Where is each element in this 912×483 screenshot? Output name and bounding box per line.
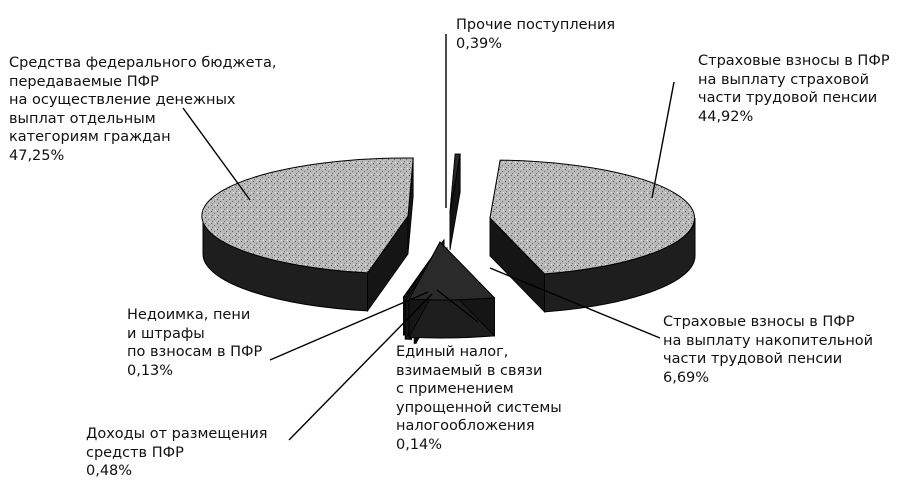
slice-value-label: 47,25%	[9, 147, 65, 164]
slice-label: Страховые взносы в ПФР на выплату страхо…	[698, 52, 890, 126]
slice-label: Единый налог, взимаемый в связи с примен…	[396, 343, 562, 454]
slice-label: Недоимка, пени и штрафы по взносам в ПФР…	[127, 306, 262, 380]
slice-label: Средства федерального бюджета, передавае…	[9, 54, 276, 165]
slice-value-label: 44,92%	[698, 108, 754, 125]
leader-line	[288, 293, 433, 441]
slice-value-label: 0,48%	[86, 463, 133, 479]
leader-line	[436, 289, 479, 323]
pie-slice	[201, 157, 414, 313]
slice-label: Прочие поступления 0,39%	[456, 16, 615, 53]
leader-line	[182, 107, 251, 201]
pie-slice	[449, 153, 461, 251]
slice-label: Доходы от размещения средств ПФР 0,48%	[86, 425, 268, 481]
slice-label-text: Страховые взносы в ПФР на выплату накопи…	[663, 314, 874, 367]
slice-label-text: Единый налог, взимаемый в связи с примен…	[396, 344, 562, 434]
slice-label: Страховые взносы в ПФР на выплату накопи…	[663, 313, 873, 387]
slice-label-text: Прочие поступления	[456, 17, 616, 33]
slice-value-label: 0,39%	[456, 35, 503, 52]
slice-value-label: 6,69%	[663, 369, 710, 386]
leader-line	[489, 267, 661, 339]
slice-label-text: Страховые взносы в ПФР на выплату страхо…	[698, 53, 890, 106]
pie-slice	[408, 241, 496, 339]
slice-label-text: Недоимка, пени и штрафы по взносам в ПФР	[127, 307, 263, 360]
leader-line	[269, 291, 429, 361]
slice-label-text: Средства федерального бюджета, передавае…	[9, 55, 277, 145]
leader-line	[651, 81, 675, 199]
slice-label-text: Доходы от размещения средств ПФР	[86, 426, 268, 461]
pie-slice	[489, 159, 696, 313]
slice-value-label: 0,14%	[396, 436, 443, 453]
slice-value-label: 0,13%	[127, 362, 174, 379]
